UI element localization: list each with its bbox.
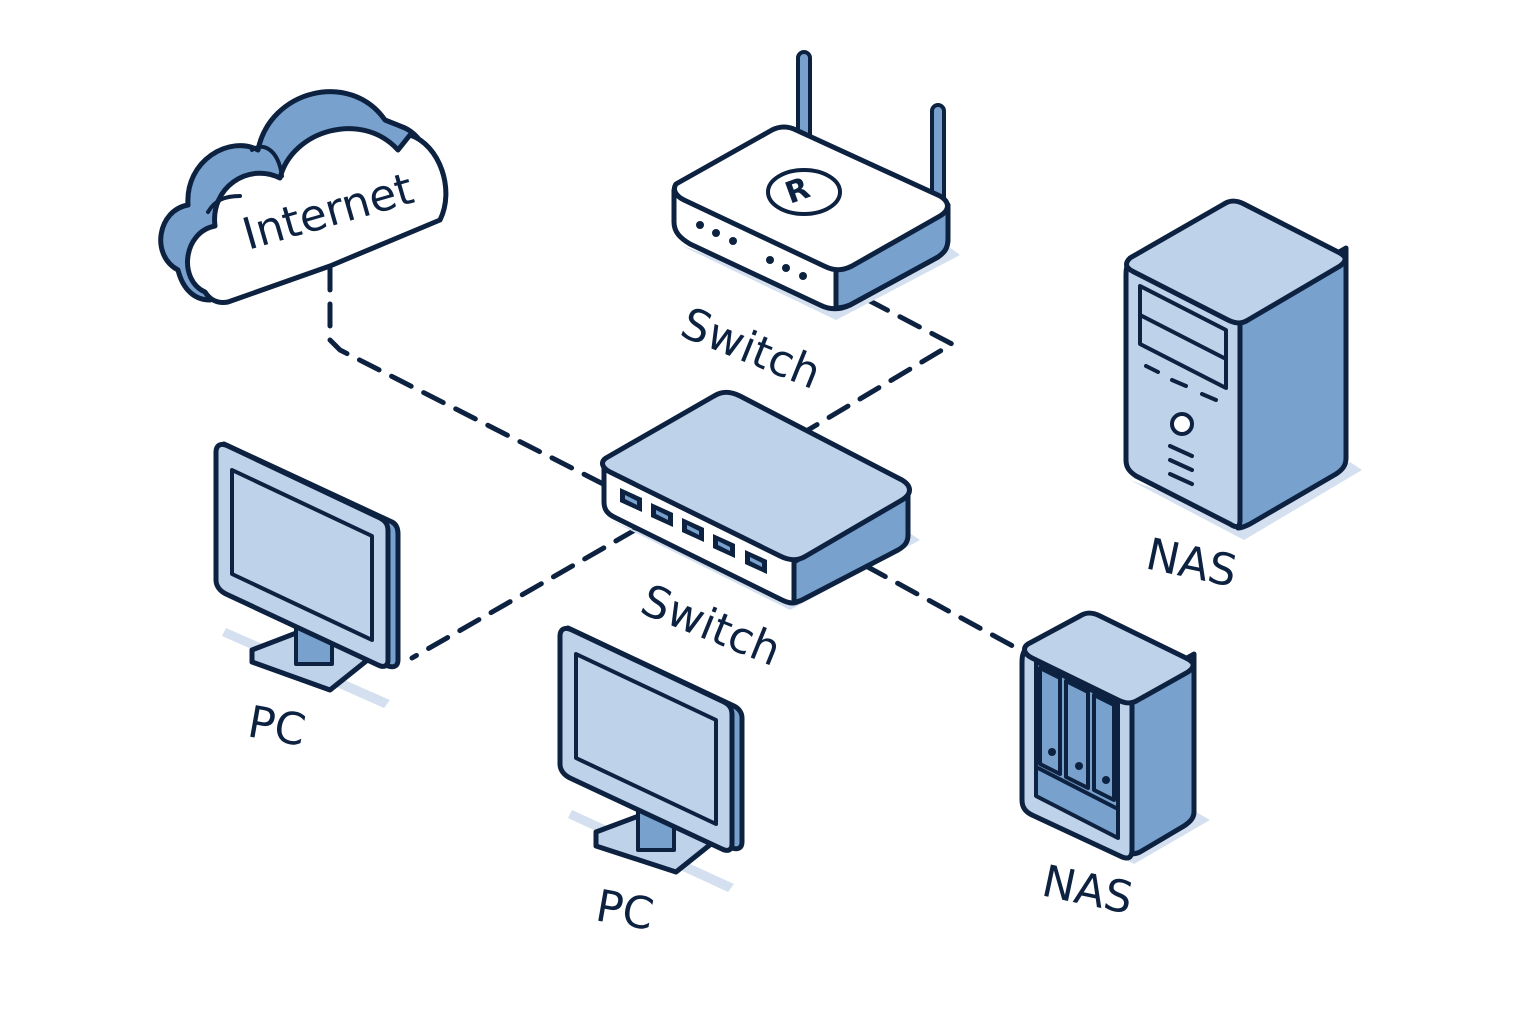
nas-tower-label: NAS (1142, 529, 1242, 598)
ethernet-port-icon-5 (745, 550, 767, 574)
pc-monitor-icon-1: PC (213, 441, 401, 757)
drive-bays (1036, 666, 1118, 810)
pc-monitor-icon-2: PC (557, 625, 745, 941)
ethernet-port-icon-1 (620, 488, 642, 512)
router-icon: R Switch (671, 50, 960, 400)
nas-bay-label: NAS (1038, 856, 1138, 925)
ethernet-port-icon-2 (651, 503, 673, 527)
antenna-right-icon (930, 103, 946, 207)
tower-vents (1144, 364, 1218, 486)
pc2-label: PC (592, 881, 657, 941)
nas-3bay-icon: NAS (1019, 610, 1210, 925)
ethernet-port-icon-4 (713, 534, 735, 558)
link-internet-switch (327, 265, 618, 493)
link-switch-nas (863, 563, 1023, 653)
power-button-icon (1170, 412, 1194, 436)
switch-ports (620, 488, 767, 574)
antenna-left-icon (796, 50, 812, 144)
drive-bay-2 (1064, 679, 1090, 790)
nas-tower-icon: NAS (1123, 198, 1362, 598)
pc1-label: PC (244, 697, 309, 757)
drive-bay-3 (1092, 693, 1116, 802)
router-status-leds (696, 221, 807, 280)
link-switch-pc1 (409, 527, 638, 661)
ethernet-port-icon-3 (682, 518, 704, 542)
drive-bay-1 (1038, 666, 1062, 776)
router-label: Switch (674, 298, 828, 400)
link-router-switch (805, 297, 955, 433)
internet-cloud-icon: Internet (158, 89, 449, 305)
switch-icon: Switch (600, 389, 920, 677)
